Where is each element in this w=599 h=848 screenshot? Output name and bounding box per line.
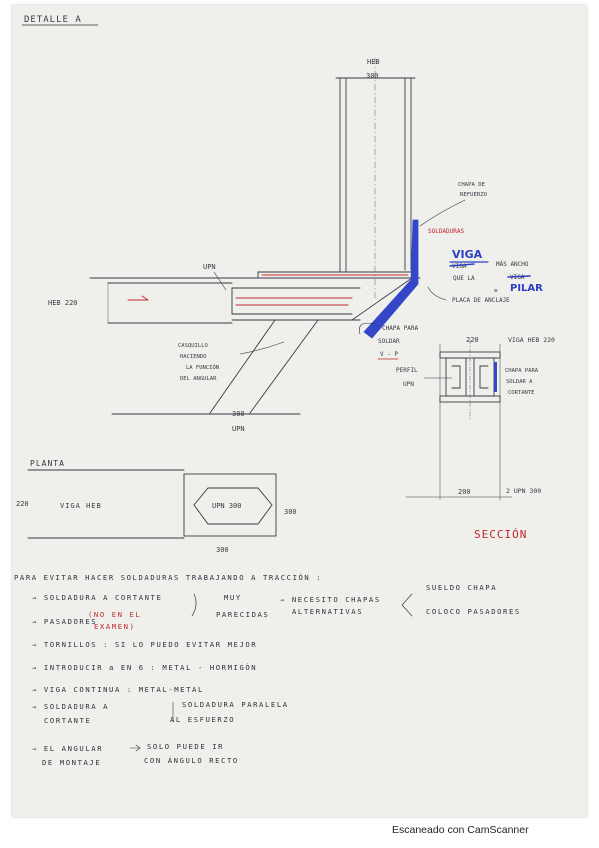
column-heb300 [335,57,416,301]
viga-blue: VIGA [452,248,483,261]
note-very: MUY [224,593,242,602]
anchor-plate-label: PLACA DE ANCLAJE [452,297,510,304]
section-title: VIGA HEB 220 [508,336,555,344]
angle-label-3: LA FUNCIÓN [186,364,219,371]
note-introduce: → INTRODUCIR a EN 6 : METAL - HORMIGÓN [32,663,258,672]
note-pins: → PASADORES [32,617,98,626]
plan-title: PLANTA [30,459,65,468]
pilar-label: PILAR [510,283,543,294]
weld-plate-label-3: V - P [380,351,398,358]
shear-plate-label-1: CHAPA PARA [505,368,539,374]
plan-dim-bottom: 300 [216,546,229,554]
notes-intro: PARA EVITAR HACER SOLDADURAS TRABAJANDO … [14,573,323,582]
welds-label: SOLDADURAS [428,228,465,235]
plan-upn-label: UPN 300 [212,502,242,510]
note-angle: → EL ANGULAR [32,744,104,753]
section-caption: SECCIÓN [474,528,527,541]
shear-plate-label-3: CORTANTE [508,390,535,396]
wider-line-2: QUE LA [453,275,475,282]
note-right-angle: CON ÁNGULO RECTO [144,756,239,765]
plan-upn [183,473,277,537]
beam-label: HEB 220 [48,299,78,307]
note-not-exam-1: (NO EN EL [88,610,142,619]
note-not-exam-2: EXAMEN) [94,622,136,631]
plan-dim-right: 300 [284,508,297,516]
detail-drawing: DETALLE A HEB 300 UPN [16,15,555,752]
scanner-watermark: Escaneado con CamScanner [392,824,529,836]
note-bolts: → TORNILLOS : SI LO PUEDO EVITAR MEJOR [32,640,258,649]
angle-label-4: DEL ANGULAR [180,376,217,382]
section-dim-bottom-right: 2 UPN 300 [506,487,541,495]
reinforcement-label-2: REFUERZO [460,192,488,198]
beam-heb220 [107,282,361,324]
viga-struck: VIGA [452,263,467,270]
note-alternatives: ALTERNATIVAS [292,607,364,616]
note-only-can: SOLO PUEDE IR [147,742,225,751]
weld-plate-label-2: SOLDAR [378,338,400,345]
section-dim-top: 220 [466,336,479,344]
weld-plate [363,219,419,339]
note-assembly: DE MONTAJE [42,758,102,767]
wider-line-1: MÁS ANCHO [496,261,529,268]
section-shear-plate [494,362,497,392]
weld-plate-label-1: CHAPA PARA [382,325,419,332]
upn-top [89,271,421,279]
profile-label-2: UPN [403,381,414,388]
note-weld-shear-2: → SOLDADURA A [32,702,110,711]
note-need-plates: → NECESITO CHAPAS [280,595,381,604]
note-place-pins: COLOCO PASADORES [426,607,521,616]
note-parallel-weld: SOLDADURA PARALELA [182,700,289,709]
plan-beam-label: VIGA HEB [60,502,102,510]
shear-plate-label-2: SOLDAR A [506,379,533,385]
section-dim-bottom-left: 200 [458,488,471,496]
paper-sheet: DETALLE A HEB 300 UPN [12,5,587,817]
wider-struck: VIGA [510,274,525,281]
note-shear: CORTANTE [44,716,92,725]
angle-label-1: CASQUILLO [178,343,208,349]
note-weld-shear: → SOLDADURA A CORTANTE [32,593,163,602]
plan-dim-left: 220 [16,500,29,508]
upn-top-label: UPN [203,263,216,271]
profile-label-1: PERFIL [396,367,418,374]
note-to-stress: AL ESFUERZO [170,715,236,724]
wider-line-3: ≥ [494,287,498,294]
note-similar: PARECIDAS [216,610,270,619]
detail-title: DETALLE A [24,15,82,25]
note-continuous-beam: → VIGA CONTINUA : METAL-METAL [32,685,204,694]
upn-bottom-label: UPN [232,425,245,433]
angle-cap [111,277,413,415]
reinforcement-label-1: CHAPA DE [458,182,486,188]
angle-label-2: HACIENDO [180,354,207,360]
section-profile [439,339,501,421]
column-dim: 300 [366,72,379,80]
note-weld-plate: SUELDO CHAPA [426,583,498,592]
upn-bottom-dim: 300 [232,410,245,418]
column-label: HEB [367,58,380,66]
